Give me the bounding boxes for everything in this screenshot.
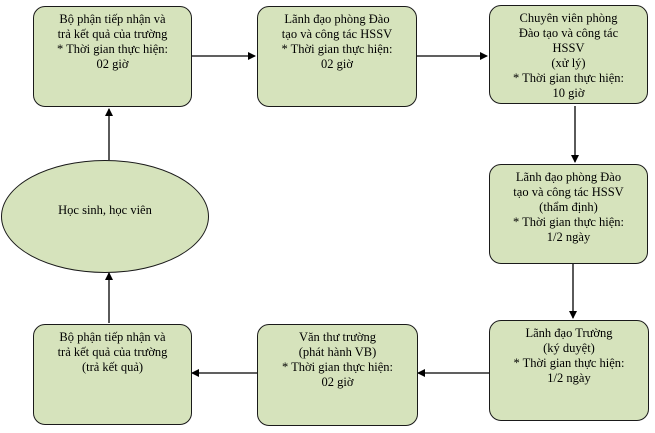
box-text-line: 02 giờ	[321, 57, 353, 71]
box-text-line: Bộ phận tiếp nhận và	[59, 330, 166, 344]
box-text-line: * Thời gian thực hiện:	[281, 360, 394, 374]
box-text-line: tạo và công tác HSSV	[281, 27, 393, 41]
box-text-line: Bộ phận tiếp nhận và	[59, 12, 166, 26]
box-text-line: (thẩm định)	[539, 200, 598, 214]
box-text-line: 1/2 ngày	[546, 230, 591, 244]
box-text-line: HSSV	[552, 41, 585, 55]
box-text-line: * Thời gian thực hiện:	[56, 42, 169, 56]
box-text-line: tạo và công tác HSSV	[513, 185, 624, 199]
box-text-line: (phát hành VB)	[298, 345, 377, 359]
box-text-line: 1/2 ngày	[547, 371, 591, 385]
box-van-thu-phat-hanh: Văn thư trường(phát hành VB)* Thời gian …	[257, 324, 418, 426]
box-text-line: 02 giờ	[96, 57, 129, 71]
box-text-line: Đào tạo và công tác	[518, 26, 619, 40]
box-lanh-dao-truong-ky-duyet: Lãnh đạo Trường(ký duyệt)* Thời gian thự…	[489, 320, 649, 421]
oval-hoc-sinh-hoc-vien: Học sinh, học viên	[1, 160, 209, 273]
box-text-line: (ký duyệt)	[543, 341, 595, 355]
box-text-line: (trả kết quả)	[81, 360, 144, 374]
box-text-line: 02 giờ	[321, 375, 354, 389]
box-text-line: Lãnh đạo phòng Đào	[515, 170, 622, 184]
box-text-line: Lãnh đạo Trường	[525, 326, 613, 340]
box-text-line: Lãnh đạo phòng Đào	[284, 12, 390, 26]
box-text-line: * Thời gian thực hiện:	[513, 356, 625, 370]
box-text-line: Văn thư trường	[298, 330, 377, 344]
box-text-line: * Thời gian thực hiện:	[281, 42, 393, 56]
box-text-line: * Thời gian thực hiện:	[512, 71, 625, 85]
oval-label: Học sinh, học viên	[58, 203, 152, 217]
box-text-line: trả kết quả của trường	[57, 27, 168, 41]
box-text-line: (xử lý)	[551, 56, 586, 70]
box-text-line: 10 giờ	[552, 86, 585, 100]
box-text-line: Chuyên viên phòng	[519, 11, 618, 25]
box-text-line: trả kết quả của trường	[57, 345, 168, 359]
box-text-line: * Thời gian thực hiện:	[512, 215, 625, 229]
